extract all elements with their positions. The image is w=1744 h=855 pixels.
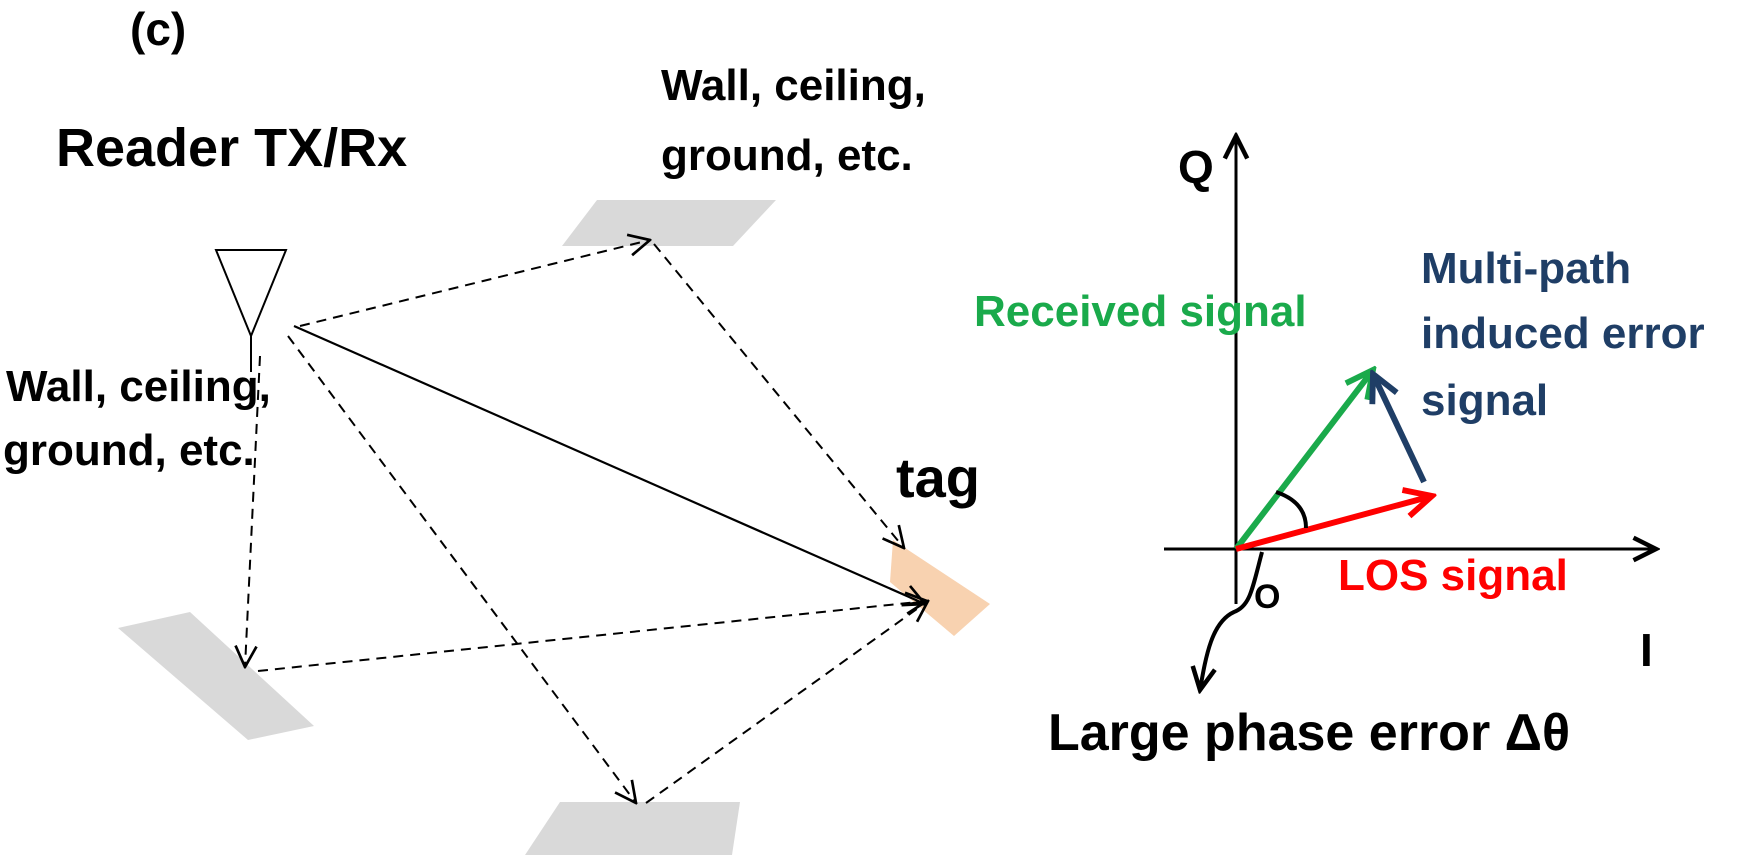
tag-label: tag [896, 446, 980, 509]
tag-shape [890, 540, 990, 636]
los-path [293, 324, 925, 604]
multipath-label: Multi-path induced error signal [1421, 244, 1717, 425]
phase-angle-arc [1275, 490, 1308, 529]
reflector-left-label: Wall, ceiling, ground, etc. [3, 362, 283, 475]
los-signal-label: LOS signal [1338, 551, 1568, 600]
received-signal-vector [1233, 370, 1373, 551]
reflector-left [118, 612, 314, 740]
phase-error-pointer [1200, 551, 1264, 690]
reflector-bottom [525, 802, 740, 855]
los-signal-vector [1235, 496, 1432, 552]
reflector-top [562, 200, 776, 246]
q-axis-label: Q [1178, 141, 1214, 193]
reflected-paths [245, 240, 928, 803]
reader-label: Reader TX/Rx [56, 118, 407, 178]
multipath-error-vector [1373, 374, 1427, 484]
reflector-top-label: Wall, ceiling, ground, etc. [661, 61, 938, 180]
phasor-diagram: Q I O Received signal Multi-path induced… [974, 136, 1717, 762]
received-signal-label: Received signal [974, 287, 1307, 336]
panel-label: (c) [130, 3, 186, 55]
phase-error-label: Large phase error Δθ [1048, 704, 1570, 762]
propagation-diagram: Reader TX/Rx tag Wall, ceiling, ground, … [3, 61, 990, 855]
origin-label: O [1254, 578, 1280, 616]
i-axis-label: I [1640, 624, 1653, 676]
antenna-icon [214, 249, 288, 372]
